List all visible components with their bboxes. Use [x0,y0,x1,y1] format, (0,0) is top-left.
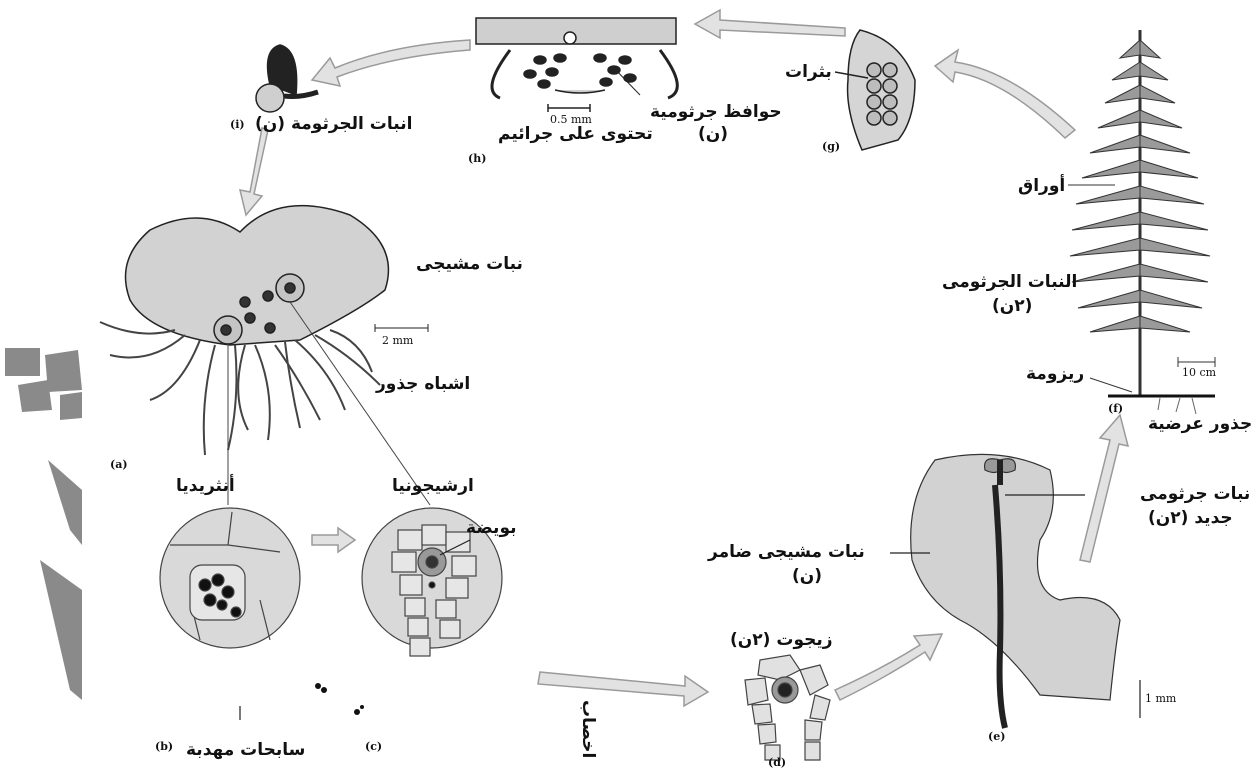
panel-tag-g: (g) [822,140,840,153]
leaflet-with-sori [835,30,915,150]
label-fertilization: اخصاب [578,700,598,758]
arrow-sori-to-sporangia [695,10,845,38]
label-sori: بثرات [785,62,832,82]
label-new-sporophyte: نبات جرثومى [1140,484,1250,504]
panel-tag-c: (c) [365,740,382,753]
label-sperm: سابحات مهدبة [186,740,305,760]
panel-tag-f: (f) [1108,402,1123,415]
panel-tag-a: (a) [110,458,128,471]
gametophyte-prothallus [100,206,430,505]
label-archegonia: ارشيجونيا [392,476,474,496]
mature-sporophyte-fern [1068,30,1215,414]
scale-young: 1 mm [1145,692,1176,705]
label-rhizome: ريزومة [1026,364,1084,384]
arrow-antheridia-to-archegonia [312,528,355,552]
scale-gametophyte: 2 mm [382,334,413,347]
germinating-spore [256,45,318,112]
arrow-zygote-to-young [835,634,942,700]
zygote-embryo [745,655,830,760]
label-withering-gametophyte-n: (ن) [792,566,822,586]
label-spore-germinating: انبات الجرثومة (ن) [255,114,412,134]
label-antheridia: أنثريديا [176,476,235,496]
label-adventitious-roots: جذور عرضية [1148,414,1252,434]
arrow-young-to-sporophyte [1080,415,1128,562]
label-sporophyte: النبات الجرثومى [942,272,1077,292]
panel-tag-h: (h) [468,152,486,165]
label-leaves: أوراق [1018,176,1065,196]
arrow-sporophyte-to-sori [935,50,1075,138]
panel-tag-d: (d) [768,756,786,769]
label-sporangia: حوافظ جرثومية [650,102,782,122]
label-sporangia-n: (ن) [698,124,728,144]
label-contains-spores: تحتوى على جرائيم [498,124,653,144]
arrow-fertilization [538,672,708,706]
arrow-sporangia-to-germination [312,40,470,86]
label-withering-gametophyte: نبات مشيجى ضامر [708,542,865,562]
sporangia-section [476,18,677,112]
arrow-germination-to-gametophyte [240,128,268,215]
panel-tag-e: (e) [988,730,1005,743]
label-new-sporophyte-2n: جديد (٢ن) [1148,508,1233,528]
label-sporophyte-2n: (٢ن) [992,296,1032,316]
label-rhizoids: اشباه جذور [376,374,470,394]
sperm-cells [315,683,364,715]
panel-tag-b: (b) [155,740,173,753]
label-gametophyte: نبات مشيجى [416,254,523,274]
scale-sporophyte: 10 cm [1182,366,1216,379]
panel-tag-i: (i) [230,118,245,131]
antheridium-circle [160,508,300,720]
label-egg: بويضة [466,518,517,538]
decorative-blocks [5,348,82,700]
label-zygote: زيجوت (٢ن) [730,630,833,650]
